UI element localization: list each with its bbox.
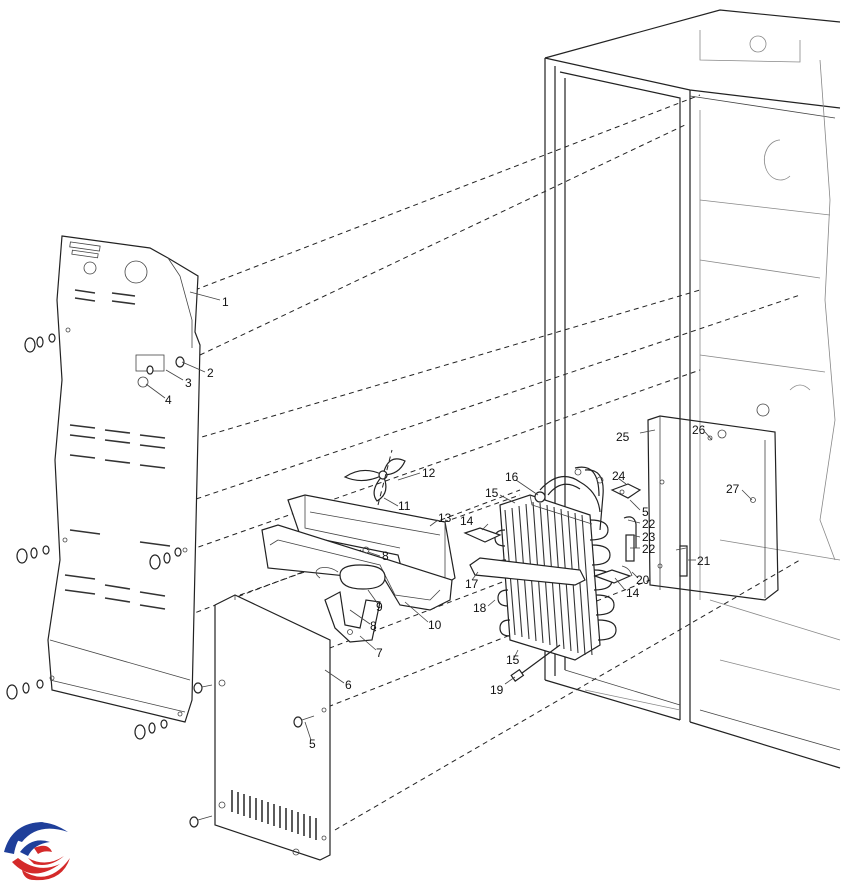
screws-part-1 [6, 333, 185, 740]
callout-8-lower: 8 [370, 619, 377, 633]
callout-13: 13 [438, 511, 452, 525]
callout-14-upper: 14 [460, 514, 474, 528]
part-1-rear-panel [47, 235, 201, 723]
callout-18: 18 [473, 601, 487, 615]
part-6-lower-cover [214, 594, 331, 861]
callout-17: 17 [465, 577, 479, 591]
callout-26: 26 [692, 423, 706, 437]
callout-11: 11 [398, 499, 411, 513]
callout-12: 12 [422, 466, 436, 480]
callout-24: 24 [612, 469, 626, 483]
evaporator-core [469, 466, 617, 661]
callout-labels: 1 2 3 4 5 5 6 7 8 8 9 10 11 12 13 14 14 … [165, 295, 740, 751]
evaporator-housing [647, 403, 779, 601]
callout-14-lower: 14 [626, 586, 640, 600]
callout-6: 6 [345, 678, 352, 692]
callout-23: 23 [642, 530, 656, 544]
callout-9: 9 [376, 600, 383, 614]
part-14-insulation-pads [463, 527, 632, 584]
callout-1: 1 [222, 295, 229, 309]
callout-15-lower: 15 [506, 653, 520, 667]
part-9-fan-motor [315, 546, 386, 590]
callout-22-lower: 22 [642, 542, 656, 556]
callout-2: 2 [207, 366, 214, 380]
refrigerator-cabinet [544, 9, 841, 769]
callout-22-upper: 22 [642, 517, 656, 531]
callout-4: 4 [165, 393, 172, 407]
parts-20-24-defrost-parts [610, 483, 642, 577]
callout-27: 27 [726, 482, 740, 496]
callout-25: 25 [616, 430, 630, 444]
callout-20: 20 [636, 573, 650, 587]
callout-21: 21 [697, 554, 711, 568]
brand-logo-icon [4, 822, 70, 881]
leader-lines [145, 291, 753, 741]
part-7-motor-bracket [324, 591, 381, 643]
callout-5-lower: 5 [309, 737, 316, 751]
part-21-sensor [675, 545, 688, 577]
callout-5-upper: 5 [642, 505, 649, 519]
callout-16: 16 [505, 470, 519, 484]
callout-8-upper: 8 [382, 549, 389, 563]
callout-10: 10 [428, 618, 442, 632]
vent-grille [231, 790, 317, 840]
callout-3: 3 [185, 376, 192, 390]
callout-7: 7 [376, 646, 383, 660]
screws-part-6 [189, 682, 315, 828]
callout-19: 19 [490, 683, 504, 697]
callout-15-upper: 15 [485, 486, 499, 500]
part-12-fan-blade [343, 449, 406, 506]
